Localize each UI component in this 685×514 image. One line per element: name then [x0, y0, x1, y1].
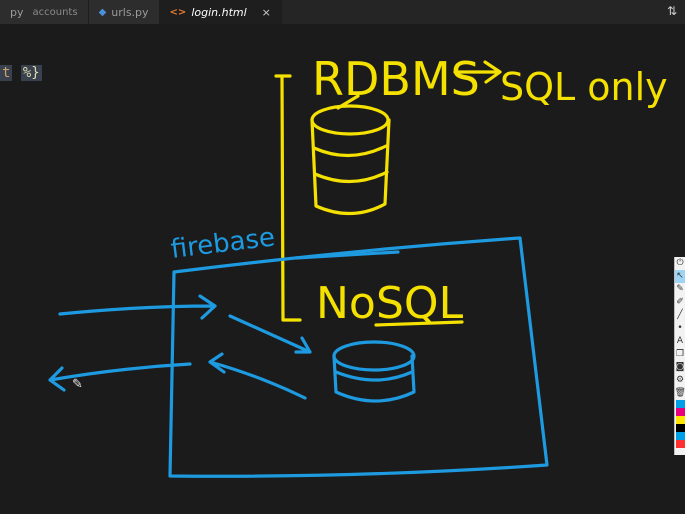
dot-icon[interactable]: •	[677, 323, 683, 333]
editor-area[interactable]: t %}	[0, 24, 685, 514]
split-editor-icon[interactable]: ⇅	[666, 4, 678, 18]
code-fragment-tag: %}	[20, 65, 42, 81]
python-file-icon: ◆	[98, 6, 107, 18]
pen-cursor-icon: ✎	[72, 377, 83, 392]
text-icon[interactable]: A	[676, 336, 684, 346]
camera-icon[interactable]: ◙	[675, 362, 685, 372]
color-swatch-magenta[interactable]	[675, 408, 685, 416]
close-icon[interactable]: ×	[261, 5, 271, 19]
highlighter-icon[interactable]: ✎	[676, 284, 684, 294]
tab-description: accounts	[32, 6, 78, 18]
tab-label: urls.py	[111, 5, 149, 19]
color-swatch-black[interactable]	[675, 424, 685, 432]
code-fragment: t %}	[0, 64, 42, 82]
tab-accounts-py[interactable]: py accounts	[0, 0, 89, 24]
color-swatch-cyan[interactable]	[675, 432, 685, 440]
tab-label: py	[10, 5, 24, 19]
copy-icon[interactable]: ❐	[675, 349, 685, 359]
html-file-icon: <>	[169, 6, 187, 18]
settings-icon[interactable]: ⚙	[675, 375, 685, 385]
delete-icon[interactable]: 🗑	[674, 388, 685, 398]
color-swatch-yellow[interactable]	[675, 416, 685, 424]
pointer-icon[interactable]: ↖	[674, 270, 685, 283]
tab-login-html[interactable]: <> login.html ×	[159, 0, 282, 24]
code-fragment-text: t	[0, 65, 13, 81]
line-icon[interactable]: ╱	[677, 310, 683, 320]
tab-label: login.html	[191, 5, 247, 19]
color-swatch-blue[interactable]	[675, 400, 685, 408]
power-icon[interactable]: ⏻	[676, 258, 684, 268]
pen-toolbar: ⏻ ↖ ✎ ✐ ╱ • A ❐ ◙ ⚙ 🗑	[674, 257, 685, 455]
editor-tab-bar: py accounts ◆ urls.py <> login.html × ⇅	[0, 0, 685, 24]
pen-icon[interactable]: ✐	[676, 297, 684, 307]
tab-urls-py[interactable]: ◆ urls.py	[88, 0, 160, 24]
color-swatch-red[interactable]	[675, 440, 685, 448]
